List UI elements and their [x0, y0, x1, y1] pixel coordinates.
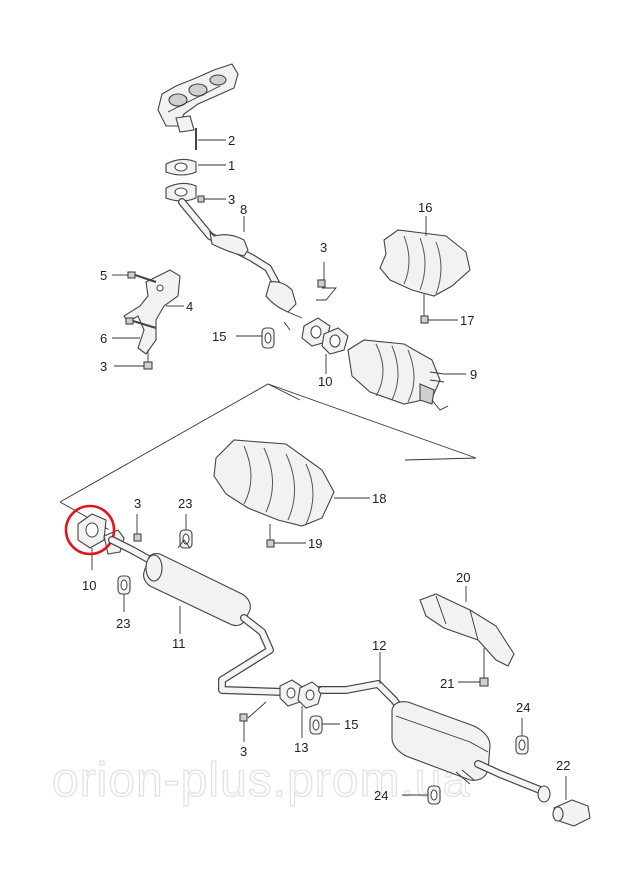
callout-2: 2: [228, 133, 235, 148]
callout-labels: 2 1 3 8 3 16 17 5 4 6 3 15 10 9 18 3 23 …: [82, 133, 570, 803]
callout-21: 21: [440, 676, 454, 691]
rubber-hanger-24-bottom: [402, 785, 441, 805]
callout-18: 18: [372, 491, 386, 506]
floor-heat-shield: [213, 439, 370, 548]
rubber-hanger-23-lower: [117, 575, 131, 612]
callout-23-a: 23: [178, 496, 192, 511]
callout-23-b: 23: [116, 616, 130, 631]
callout-3-c: 3: [100, 359, 107, 374]
callout-15-a: 15: [212, 329, 226, 344]
front-pipe-flange: [165, 182, 226, 203]
callout-20: 20: [456, 570, 470, 585]
callout-1: 1: [228, 158, 235, 173]
exhaust-manifold: [157, 63, 239, 133]
catalytic-converter: [347, 339, 466, 411]
callout-15-b: 15: [344, 717, 358, 732]
nut-3-lower: [239, 701, 267, 742]
callout-24-a: 24: [516, 700, 530, 715]
bolt-5: [112, 271, 157, 283]
callout-4: 4: [186, 299, 193, 314]
rubber-hanger-24-right: [515, 718, 529, 755]
callout-24-b: 24: [374, 788, 388, 803]
watermark-text: orion-plus.prom.ua: [52, 754, 470, 807]
tail-pipe-tip: [552, 776, 591, 827]
rubber-hanger-23-upper: [179, 514, 193, 549]
callout-19: 19: [308, 536, 322, 551]
callout-13: 13: [294, 740, 308, 755]
callout-9: 9: [470, 367, 477, 382]
gasket-10-lower: [64, 504, 125, 570]
nut-3-bracket: [114, 350, 153, 370]
callout-12: 12: [372, 638, 386, 653]
rear-muffler: [318, 652, 551, 803]
bolt-6: [112, 317, 157, 339]
callout-3-a: 3: [228, 192, 235, 207]
callout-8: 8: [240, 202, 247, 217]
highlight-circle: [64, 504, 116, 556]
callout-10-a: 10: [318, 374, 332, 389]
catalyst-heat-shield: [379, 216, 471, 324]
callout-5: 5: [100, 268, 107, 283]
rubber-hanger-15-lower: [309, 715, 340, 735]
rear-heat-shield: [419, 586, 515, 687]
callout-10-b: 10: [82, 578, 96, 593]
nut-3-catalyst: [316, 262, 337, 301]
nut-3-muffler: [133, 514, 142, 542]
catalyst-flange-gaskets: [301, 317, 349, 374]
callout-6: 6: [100, 331, 107, 346]
manifold-gasket: [165, 158, 226, 176]
callout-16: 16: [418, 200, 432, 215]
callout-3-d: 3: [134, 496, 141, 511]
rubber-hanger-15-upper: [236, 327, 275, 349]
stud: [195, 128, 226, 150]
callout-17: 17: [460, 313, 474, 328]
flange-gasket-13: [279, 679, 323, 738]
callout-3-e: 3: [240, 744, 247, 759]
callout-3-b: 3: [320, 240, 327, 255]
front-pipe: [178, 198, 303, 331]
pipe-bracket: [123, 269, 184, 355]
callout-11: 11: [172, 636, 186, 651]
callout-22: 22: [556, 758, 570, 773]
center-muffler: [108, 536, 324, 698]
